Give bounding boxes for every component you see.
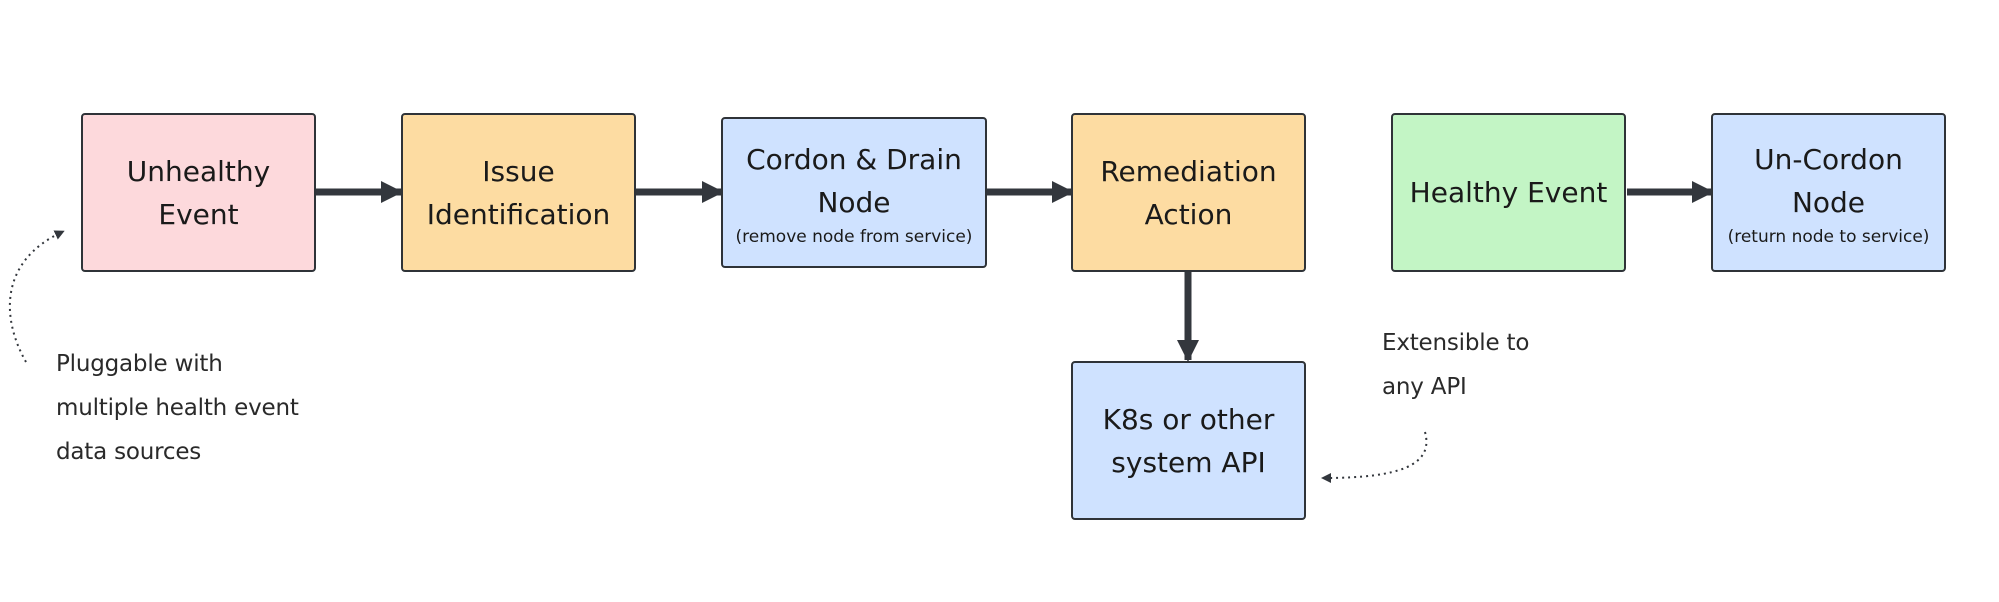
node-remediation-action-label: Remediation Action [1100,154,1277,231]
dotted-arrow-extensible [1321,431,1428,483]
node-healthy-event: Healthy Event [1391,113,1626,272]
node-remediation-action: Remediation Action [1071,113,1306,272]
node-uncordon: Un-Cordon Node (return node to service) [1711,113,1946,272]
node-cordon-drain-sublabel: (remove node from service) [735,226,973,247]
node-issue-identification-label: Issue Identification [426,154,611,231]
node-unhealthy-event-label: Unhealthy Event [126,154,271,231]
node-cordon-drain-label: Cordon & Drain Node [746,142,962,219]
node-healthy-event-label: Healthy Event [1409,176,1608,209]
node-uncordon-sublabel: (return node to service) [1727,226,1930,247]
node-system-api: K8s or other system API [1071,361,1306,520]
node-system-api-label: K8s or other system API [1102,402,1275,479]
node-unhealthy-event: Unhealthy Event [81,113,316,272]
dotted-arrow-pluggable [8,230,65,363]
note-pluggable: Pluggable with multiple health event dat… [56,351,299,465]
node-uncordon-label: Un-Cordon Node [1754,142,1903,219]
node-cordon-drain: Cordon & Drain Node (remove node from se… [721,117,987,268]
node-issue-identification: Issue Identification [401,113,636,272]
note-extensible: Extensible to any API [1382,330,1530,400]
